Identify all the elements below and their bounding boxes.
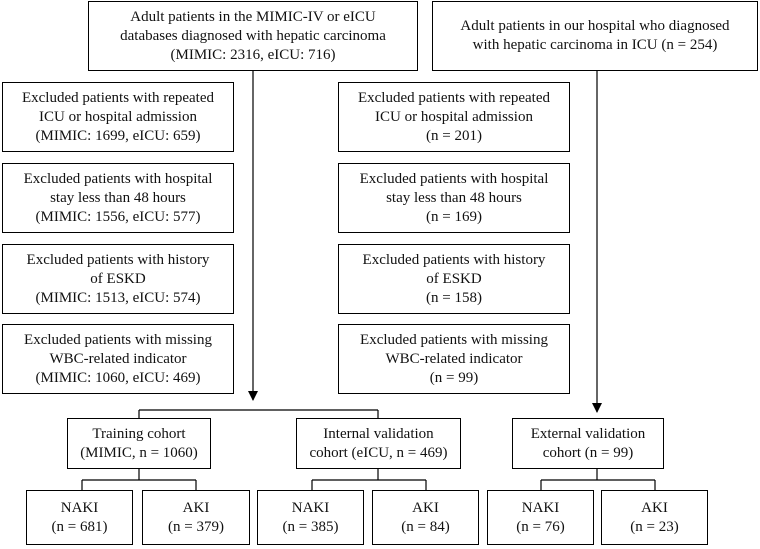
external-naki-box: NAKI (n = 76) <box>487 490 594 545</box>
exclusion-left-line3: (MIMIC: 1513, eICU: 574) <box>35 289 201 306</box>
source-left-box: Adult patients in the MIMIC-IV or eICU d… <box>88 1 418 71</box>
exclusion-left-line3: (MIMIC: 1699, eICU: 659) <box>35 127 201 144</box>
source-right-line2: with hepatic carcinoma in ICU (n = 254) <box>472 37 718 53</box>
exclusion-right-line1: Excluded patients with history <box>362 251 546 268</box>
outcome-count: (n = 379) <box>168 518 224 535</box>
exclusion-left-line3: (MIMIC: 1060, eICU: 469) <box>35 369 201 386</box>
exclusion-left-eskd-box: Excluded patients with history of ESKD (… <box>2 244 234 314</box>
outcome-label: NAKI <box>521 499 560 516</box>
exclusion-left-line2: ICU or hospital admission <box>39 108 197 125</box>
training-cohort-box: Training cohort (MIMIC, n = 1060) <box>67 418 211 469</box>
exclusion-left-line1: Excluded patients with repeated <box>21 89 214 106</box>
source-left-line1: Adult patients in the MIMIC-IV or eICU <box>130 8 376 25</box>
source-left-line3: (MIMIC: 2316, eICU: 716) <box>170 46 336 63</box>
exclusion-right-line2: of ESKD <box>426 270 482 287</box>
exclusion-right-repeated-box: Excluded patients with repeated ICU or h… <box>338 82 570 152</box>
outcome-label: NAKI <box>291 499 330 516</box>
exclusion-right-line3: (n = 99) <box>429 369 479 386</box>
outcome-count: (n = 23) <box>630 518 679 535</box>
external-cohort-title: External validation <box>530 425 646 442</box>
exclusion-right-line3: (n = 169) <box>426 208 482 225</box>
exclusion-left-line2: WBC-related indicator <box>49 350 187 367</box>
exclusion-left-line1: Excluded patients with history <box>26 251 210 268</box>
internal-naki-box: NAKI (n = 385) <box>257 490 364 545</box>
exclusion-right-wbc-box: Excluded patients with missing WBC-relat… <box>338 324 570 394</box>
training-naki-box: NAKI (n = 681) <box>26 490 133 545</box>
source-right-line1: Adult patients in our hospital who diagn… <box>460 18 730 34</box>
exclusion-left-line2: stay less than 48 hours <box>50 189 186 206</box>
internal-aki-box: AKI (n = 84) <box>372 490 479 545</box>
training-aki-box: AKI (n = 379) <box>142 490 250 545</box>
exclusion-right-line2: WBC-related indicator <box>385 350 523 367</box>
exclusion-right-line1: Excluded patients with repeated <box>357 89 550 106</box>
outcome-count: (n = 76) <box>516 518 565 535</box>
outcome-label: AKI <box>182 499 210 516</box>
exclusion-right-line2: ICU or hospital admission <box>375 108 533 125</box>
training-cohort-count: (MIMIC, n = 1060) <box>80 444 198 461</box>
exclusion-left-repeated-box: Excluded patients with repeated ICU or h… <box>2 82 234 152</box>
source-left-line2: databases diagnosed with hepatic carcino… <box>120 27 386 44</box>
outcome-count: (n = 681) <box>51 518 108 535</box>
internal-cohort-count: cohort (eICU, n = 469) <box>309 444 448 461</box>
exclusion-left-line1: Excluded patients with missing <box>24 331 212 348</box>
exclusion-left-line1: Excluded patients with hospital <box>23 170 213 187</box>
exclusion-right-eskd-box: Excluded patients with history of ESKD (… <box>338 244 570 314</box>
external-validation-cohort-box: External validation cohort (n = 99) <box>512 418 664 469</box>
exclusion-left-line3: (MIMIC: 1556, eICU: 577) <box>35 208 201 225</box>
exclusion-left-stay-box: Excluded patients with hospital stay les… <box>2 163 234 233</box>
internal-cohort-title: Internal validation <box>323 425 434 442</box>
outcome-count: (n = 84) <box>401 518 450 535</box>
internal-validation-cohort-box: Internal validation cohort (eICU, n = 46… <box>296 418 461 469</box>
exclusion-left-wbc-box: Excluded patients with missing WBC-relat… <box>2 324 234 394</box>
outcome-label: NAKI <box>60 499 99 516</box>
external-aki-box: AKI (n = 23) <box>601 490 708 545</box>
training-cohort-title: Training cohort <box>92 425 186 442</box>
outcome-count: (n = 385) <box>282 518 339 535</box>
exclusion-right-line2: stay less than 48 hours <box>386 189 522 206</box>
external-cohort-count: cohort (n = 99) <box>542 444 634 461</box>
outcome-label: AKI <box>641 499 668 516</box>
outcome-label: AKI <box>412 499 439 516</box>
exclusion-right-line3: (n = 158) <box>426 289 482 306</box>
source-right-box: Adult patients in our hospital who diagn… <box>432 1 758 71</box>
exclusion-right-line1: Excluded patients with hospital <box>359 170 549 187</box>
exclusion-left-line2: of ESKD <box>90 270 146 287</box>
exclusion-right-line3: (n = 201) <box>426 127 482 144</box>
exclusion-right-stay-box: Excluded patients with hospital stay les… <box>338 163 570 233</box>
exclusion-right-line1: Excluded patients with missing <box>360 331 548 348</box>
